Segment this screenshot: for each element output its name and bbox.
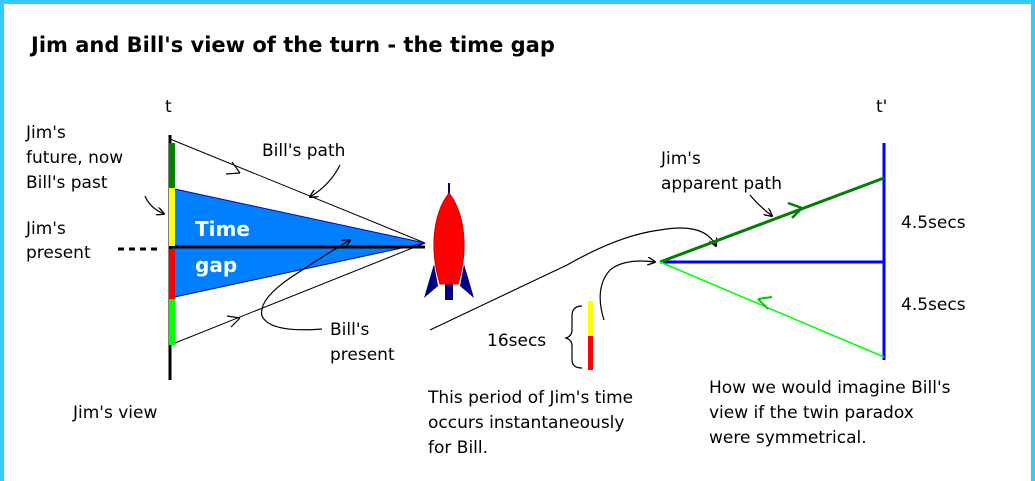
jims-future-label-2: future, now [26,148,123,168]
time-gap-triangle [170,188,425,298]
bills-path-label: Bill's path [262,141,345,161]
period-caption-3: for Bill. [428,438,488,458]
diagram-title: Jim and Bill's view of the turn - the ti… [29,33,555,57]
future-segment-yellow [169,188,175,246]
period-caption-1: This period of Jim's time [427,388,633,408]
apparent-path-label-1: Jim's [660,149,701,169]
prime-time-axis-label: t' [876,97,887,117]
jims-future-label-1: Jim's [25,123,66,143]
symmetric-caption-1: How we would imagine Bill's [709,378,951,398]
bills-path-arrow-upper [226,162,240,174]
period-bar-red [588,336,593,370]
return-direction-arrow [758,297,772,309]
period-caption-2: occurs instantaneously [428,413,624,433]
time-gap-label-1: Time [195,217,250,241]
symmetric-view-diagram: t' Jim's apparent path 4.5secs 4.5secs H… [660,97,966,448]
bills-present-label-1: Bill's [330,320,370,340]
bills-path-pointer-arrow [310,165,340,197]
jims-future-label-3: Bill's past [26,173,108,193]
connecting-link-arrow [430,228,716,330]
time-period-bar: 16secs This period of Jim's time occurs … [427,261,655,458]
future-pointer-arrow [145,196,164,214]
symmetric-caption-2: view if the twin paradox [709,403,914,423]
time-axis-label: t [165,97,172,117]
apparent-path-label-2: apparent path [661,174,782,194]
jims-view-diagram: t Jim's future, now Bill's past Jim's pr… [25,97,425,423]
time-gap-label-2: gap [195,253,237,277]
upper-duration-label: 4.5secs [901,213,966,233]
period-pointer-arrow [600,261,655,320]
rocket-icon [424,183,474,300]
past-segment-red [169,249,175,299]
period-bar-yellow [588,301,593,336]
bills-present-label-2: present [330,345,395,365]
jims-present-label-2: present [26,243,91,263]
apparent-path-pointer-arrow [750,195,772,216]
period-brace [566,306,582,368]
jims-apparent-path-return [660,262,884,357]
symmetric-caption-3: were symmetrical. [709,428,867,448]
jims-present-label-1: Jim's [25,219,66,239]
past-segment-green [169,299,175,345]
duration-label: 16secs [487,331,546,351]
future-segment-green [169,143,175,188]
jims-view-caption: Jim's view [72,403,157,423]
lower-duration-label: 4.5secs [901,295,966,315]
